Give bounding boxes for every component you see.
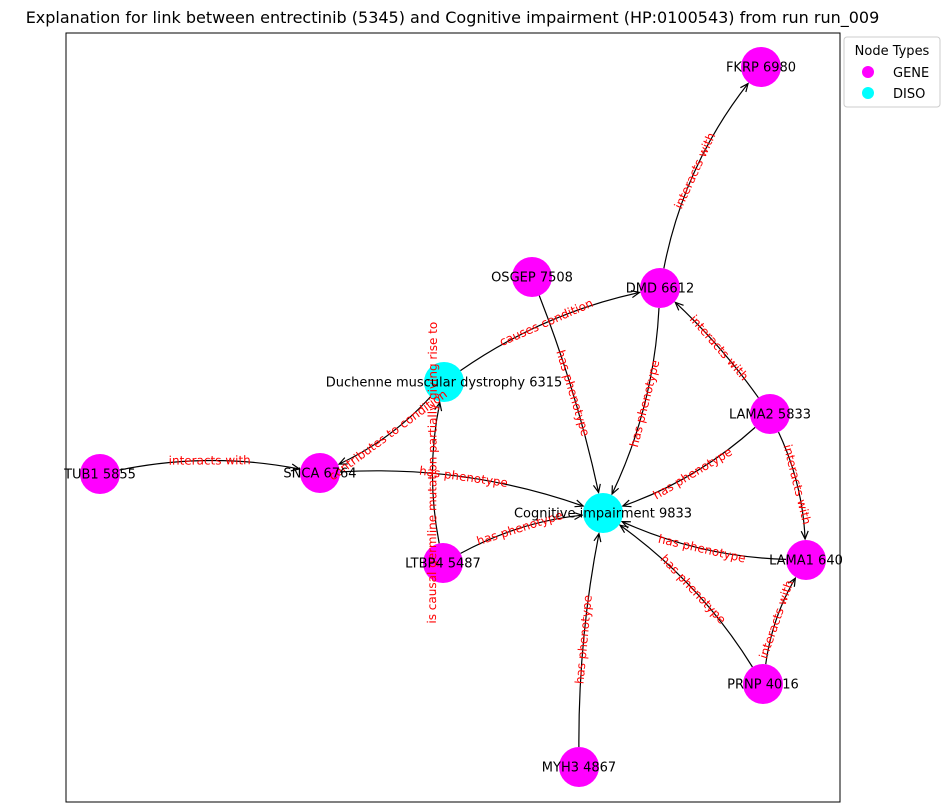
edge-line — [611, 307, 660, 495]
edge-line — [622, 426, 756, 507]
node-snca[interactable] — [300, 453, 340, 493]
node-cog[interactable] — [583, 493, 623, 533]
node-label-fkrp: FKRP 6980 — [726, 61, 796, 76]
node-label-myh3: MYH3 4867 — [542, 761, 616, 776]
node-tub1[interactable] — [80, 454, 120, 494]
edge-prnp-lama1 — [765, 576, 797, 665]
node-label-osgep: OSGEP 7508 — [491, 271, 573, 286]
edge-line — [338, 396, 431, 465]
legend-title: Node Types — [855, 44, 930, 59]
edge-arrowhead — [674, 301, 684, 311]
edge-dmd-cog — [611, 307, 660, 496]
edge-arrowhead — [611, 485, 620, 496]
plot-frame — [65, 32, 841, 803]
figure-title: Explanation for link between entrectinib… — [25, 8, 880, 27]
legend: Node Types GENE DISO — [843, 36, 941, 108]
edge-line — [339, 470, 584, 507]
node-label-cog: Cognitive impairment 9833 — [514, 507, 692, 522]
legend-marker-gene — [862, 66, 874, 78]
edge-arrowhead — [800, 530, 809, 541]
edge-osgep-cog — [538, 295, 601, 494]
edge-line — [621, 521, 787, 560]
node-duchenne[interactable] — [424, 362, 464, 402]
node-label-duchenne: Duchenne muscular dystrophy 6315 — [326, 376, 563, 391]
node-label-snca: SNCA 6764 — [283, 467, 356, 482]
edge-arrowhead — [574, 499, 585, 508]
node-label-lama2: LAMA2 5833 — [729, 408, 811, 423]
edge-duchenne-dmd — [460, 290, 641, 372]
edge-line — [765, 577, 796, 665]
edge-arrowhead — [573, 512, 584, 521]
edge-arrowhead — [787, 576, 797, 587]
edge-arrowhead — [618, 524, 629, 534]
edge-dmd-fkrp — [663, 82, 749, 269]
edge-line — [578, 533, 600, 748]
edge-lama2-dmd — [674, 301, 759, 399]
edge-snca-cog — [339, 470, 585, 508]
node-ltbp4[interactable] — [423, 543, 463, 583]
edge-arrowhead — [593, 532, 602, 543]
node-lama1[interactable] — [786, 540, 826, 580]
edge-duchenne-snca — [337, 396, 431, 465]
node-prnp[interactable] — [743, 664, 783, 704]
node-label-dmd: DMD 6612 — [626, 282, 694, 297]
node-label-tub1: TUB1 5855 — [63, 468, 136, 483]
edge-label: interacts with — [169, 453, 251, 467]
edge-prnp-cog — [618, 524, 753, 668]
edge-arrowhead — [630, 290, 641, 299]
edge-line — [460, 514, 583, 554]
edge-lama2-cog — [621, 426, 756, 508]
edge-line — [674, 301, 759, 399]
edge-label: is causal germline mutation partially gi… — [425, 322, 440, 624]
edge-tub1-snca — [119, 459, 301, 472]
edge-lama2-lama1 — [777, 431, 809, 541]
node-label-lama1: LAMA1 640 — [769, 554, 843, 569]
edge-ltbp4-duchenne — [431, 401, 443, 544]
legend-label-gene: GENE — [893, 66, 929, 81]
edge-ltbp4-cog — [460, 512, 584, 554]
edge-arrowhead — [621, 499, 632, 508]
edge-myh3-cog — [578, 532, 602, 748]
edge-arrowhead — [337, 457, 348, 465]
legend-marker-diso — [862, 87, 874, 99]
node-osgep[interactable] — [512, 257, 552, 297]
edge-arrowhead — [290, 463, 301, 472]
edge-line — [460, 291, 640, 372]
node-label-ltbp4: LTBP4 5487 — [405, 557, 481, 572]
edge-arrowhead — [592, 483, 601, 494]
node-fkrp[interactable] — [741, 47, 781, 87]
legend-label-diso: DISO — [893, 87, 925, 102]
edge-arrowhead — [740, 82, 749, 93]
edge-line — [619, 524, 753, 668]
edge-arrowhead — [434, 401, 443, 412]
node-dmd[interactable] — [640, 268, 680, 308]
edge-line — [431, 402, 441, 544]
edge-line — [777, 431, 806, 540]
node-lama2[interactable] — [750, 394, 790, 434]
edge-line — [119, 459, 300, 471]
node-myh3[interactable] — [559, 747, 599, 787]
node-label-prnp: PRNP 4016 — [727, 678, 799, 693]
edge-line — [663, 83, 749, 269]
edge-line — [538, 295, 600, 493]
